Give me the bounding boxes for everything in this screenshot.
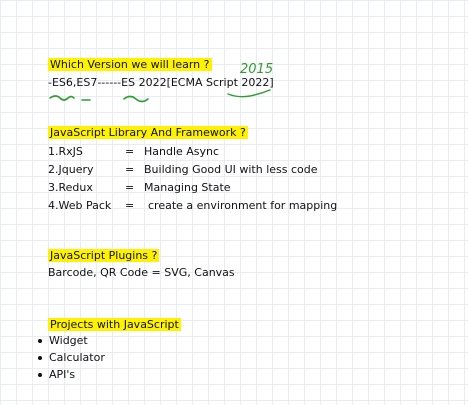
list-item-label: Widget bbox=[49, 334, 88, 347]
equals-sign: = bbox=[125, 199, 135, 212]
equals-sign: = bbox=[125, 181, 135, 194]
library-row: 4.Web Pack = create a environment for ma… bbox=[48, 199, 388, 213]
bullet-icon bbox=[38, 373, 42, 377]
bullet-icon bbox=[38, 356, 42, 360]
version-heading: Which Version we will learn ? bbox=[48, 58, 212, 72]
handwritten-strike-2022 bbox=[227, 89, 271, 98]
library-name: 3.Redux bbox=[48, 181, 93, 194]
library-name: 4.Web Pack bbox=[48, 199, 112, 212]
list-item-label: API's bbox=[49, 368, 76, 381]
library-row: 1.RxJS = Handle Async bbox=[48, 145, 368, 159]
list-item-label: Calculator bbox=[49, 351, 105, 364]
equals-sign: = bbox=[125, 163, 135, 176]
bullet-icon bbox=[38, 339, 42, 343]
heading-highlight: JavaScript Plugins ? bbox=[48, 249, 160, 262]
heading-highlight: JavaScript Library And Framework ? bbox=[48, 126, 248, 139]
library-description: Handle Async bbox=[144, 145, 220, 158]
library-heading: JavaScript Library And Framework ? bbox=[48, 126, 248, 140]
library-name: 2.Jquery bbox=[48, 163, 94, 176]
plugins-line: Barcode, QR Code = SVG, Canvas bbox=[48, 266, 235, 279]
heading-highlight: Projects with JavaScript bbox=[48, 318, 181, 331]
library-description: Building Good UI with less code bbox=[144, 163, 318, 176]
handwritten-2015-text: 2015 bbox=[240, 62, 273, 77]
library-description: Managing State bbox=[144, 181, 231, 194]
equals-sign: = bbox=[125, 145, 135, 158]
heading-highlight: Which Version we will learn ? bbox=[48, 58, 212, 71]
version-line: -ES6,ES7------ES 2022[ECMA Script 2022] bbox=[48, 76, 274, 89]
library-name: 1.RxJS bbox=[48, 145, 83, 158]
projects-heading: Projects with JavaScript bbox=[48, 318, 181, 332]
library-description: create a environment for mapping bbox=[148, 199, 338, 212]
library-row: 3.Redux = Managing State bbox=[48, 181, 368, 195]
handwritten-2015-annotation: 2015 bbox=[240, 62, 273, 77]
library-row: 2.Jquery = Building Good UI with less co… bbox=[48, 163, 368, 177]
plugins-heading: JavaScript Plugins ? bbox=[48, 249, 160, 263]
handwritten-underline-marks bbox=[49, 95, 149, 103]
